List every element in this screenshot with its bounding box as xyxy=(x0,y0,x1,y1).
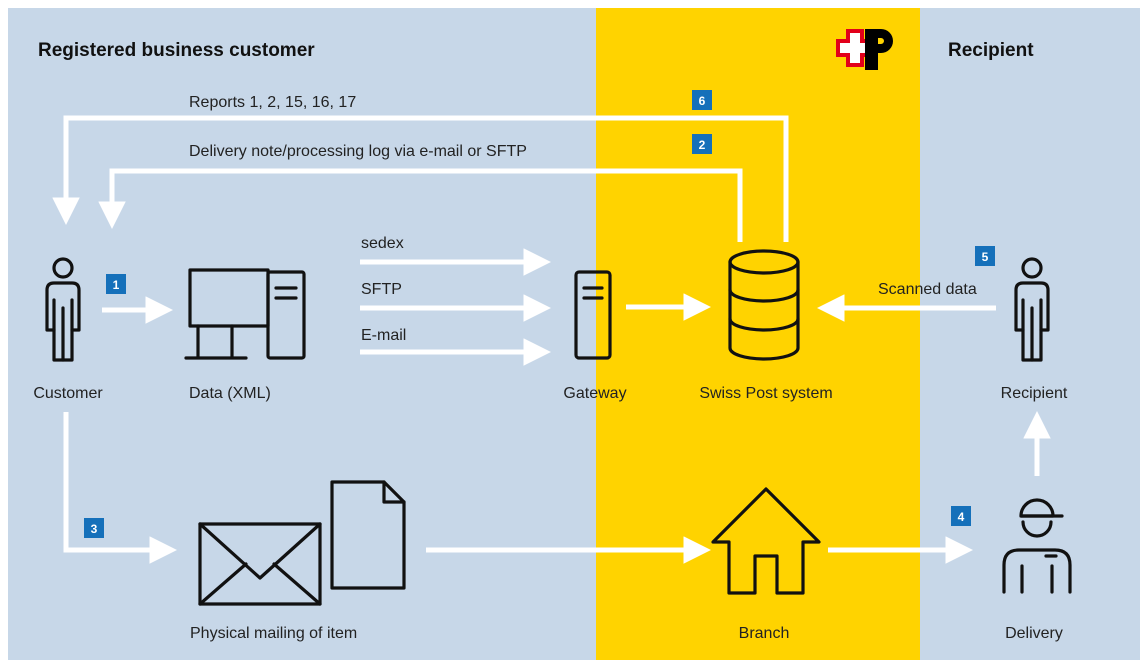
channel-email-label: E-mail xyxy=(361,327,406,344)
postman-icon xyxy=(1002,498,1072,594)
database-icon xyxy=(728,249,800,361)
customer-person-icon xyxy=(45,257,81,362)
data-label: Data (XML) xyxy=(189,385,271,402)
svg-text:1: 1 xyxy=(113,278,120,292)
recipient-person-icon xyxy=(1014,257,1050,362)
swiss-post-logo xyxy=(836,29,893,70)
reports-arrow xyxy=(52,115,789,242)
recipient-label: Recipient xyxy=(1001,385,1068,402)
svg-text:5: 5 xyxy=(982,250,989,264)
envelope-document-icon xyxy=(198,480,406,606)
svg-text:6: 6 xyxy=(699,94,706,108)
channel-sedex-label: sedex xyxy=(361,235,404,252)
channel-sftp-label: SFTP xyxy=(361,281,402,298)
reports-label: Reports 1, 2, 15, 16, 17 xyxy=(189,94,356,111)
step-badge-1: 1 xyxy=(106,274,126,294)
delivery-label: Delivery xyxy=(1005,625,1063,642)
delivery-note-label: Delivery note/processing log via e-mail … xyxy=(189,143,527,160)
svg-text:3: 3 xyxy=(91,522,98,536)
computer-icon xyxy=(184,268,306,360)
step-badge-3: 3 xyxy=(84,518,104,538)
mailing-arrow xyxy=(63,412,177,564)
system-label: Swiss Post system xyxy=(699,385,832,402)
step-badge-2: 2 xyxy=(692,134,712,154)
branch-label: Branch xyxy=(739,625,790,642)
step-badge-4: 4 xyxy=(951,506,971,526)
house-icon xyxy=(711,487,821,595)
mailing-label: Physical mailing of item xyxy=(190,625,357,642)
recipient-heading: Recipient xyxy=(948,40,1034,61)
scanned-data-label: Scanned data xyxy=(878,281,977,298)
svg-text:2: 2 xyxy=(699,138,706,152)
swiss-post-panel xyxy=(596,8,920,660)
customer-heading: Registered business customer xyxy=(38,40,315,61)
step-badge-5: 5 xyxy=(975,246,995,266)
customer-label: Customer xyxy=(33,385,103,402)
step-badge-6: 6 xyxy=(692,90,712,110)
gateway-label: Gateway xyxy=(563,385,626,402)
server-icon xyxy=(574,270,612,360)
delivery-note-arrow xyxy=(98,168,743,242)
svg-text:4: 4 xyxy=(958,510,965,524)
recipient-panel xyxy=(920,8,1140,660)
